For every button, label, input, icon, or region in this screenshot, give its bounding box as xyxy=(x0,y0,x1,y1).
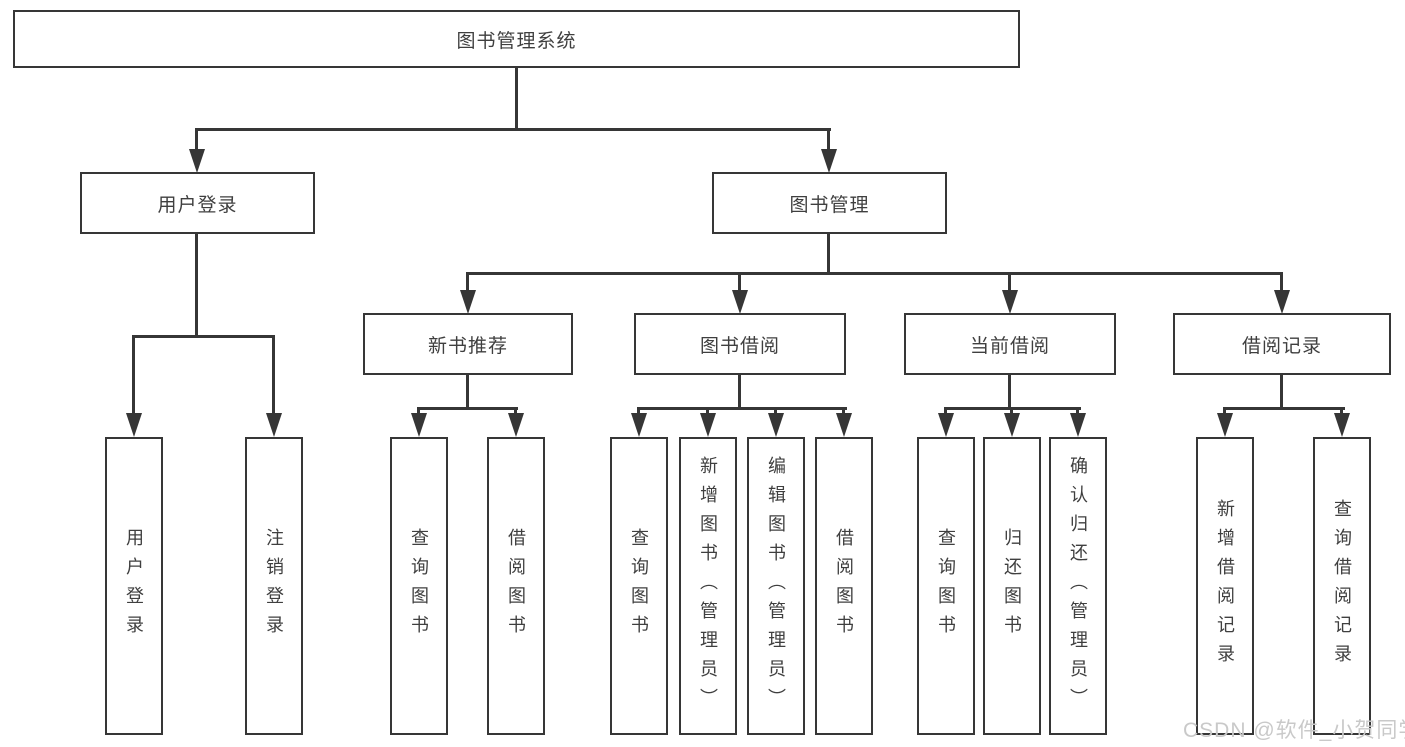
connector-borrow-record-stem xyxy=(1280,375,1283,407)
connector-leaf-drop xyxy=(944,407,947,417)
connector-leaf-drop xyxy=(1340,407,1343,417)
leaf-query-books-current: 查询图书 xyxy=(917,437,975,735)
connector-leaf-drop xyxy=(1010,407,1013,417)
arrowhead-book-mgmt xyxy=(821,149,837,173)
connector-new-book-rail xyxy=(417,407,518,410)
leaf-edit-book-admin: 编辑图书（管理员） xyxy=(747,437,805,735)
connector-book-mgmt-drop xyxy=(827,128,830,152)
arrowhead-leaf xyxy=(1004,413,1020,437)
csdn-watermark: CSDN @软件_小贺同学 xyxy=(1183,719,1405,742)
connector-leaf-drop xyxy=(842,407,845,417)
connector-leaf-drop xyxy=(1076,407,1079,417)
connector-new-book-stem xyxy=(466,375,469,407)
connector-book-mgmt-rail xyxy=(466,272,1283,275)
connector-root-stem xyxy=(515,68,518,128)
connector-borrow-record-rail xyxy=(1223,407,1345,410)
leaf-borrow-books: 借阅图书 xyxy=(815,437,873,735)
node-current-borrow: 当前借阅 xyxy=(904,313,1116,375)
connector-leaf-drop xyxy=(637,407,640,417)
leaf-query-borrow-record: 查询借阅记录 xyxy=(1313,437,1371,735)
connector-leaf-drop xyxy=(272,335,275,416)
leaf-user-login: 用户登录 xyxy=(105,437,163,735)
connector-book-mgmt-stem xyxy=(827,234,830,272)
arrowhead-leaf xyxy=(631,413,647,437)
connector-book-borrow-rail xyxy=(637,407,847,410)
node-user-login: 用户登录 xyxy=(80,172,315,234)
arrowhead-leaf xyxy=(700,413,716,437)
arrowhead-current-borrow xyxy=(1002,290,1018,314)
connector-leaf-drop xyxy=(774,407,777,417)
node-book-management: 图书管理 xyxy=(712,172,947,234)
connector-user-login-rail xyxy=(132,335,275,338)
arrowhead-leaf xyxy=(1334,413,1350,437)
arrowhead-leaf xyxy=(938,413,954,437)
leaf-add-borrow-record: 新增借阅记录 xyxy=(1196,437,1254,735)
arrowhead-leaf xyxy=(836,413,852,437)
arrowhead-new-book xyxy=(460,290,476,314)
arrowhead-user-login xyxy=(189,149,205,173)
arrowhead-leaf xyxy=(126,413,142,437)
arrowhead-leaf xyxy=(411,413,427,437)
connector-level3-drop xyxy=(1280,272,1283,292)
arrowhead-book-borrow xyxy=(732,290,748,314)
leaf-logout: 注销登录 xyxy=(245,437,303,735)
connector-leaf-drop xyxy=(132,335,135,416)
arrowhead-leaf xyxy=(508,413,524,437)
arrowhead-leaf xyxy=(266,413,282,437)
connector-user-login-drop xyxy=(195,128,198,152)
connector-level3-drop xyxy=(738,272,741,292)
connector-user-login-stem xyxy=(195,234,198,335)
connector-leaf-drop xyxy=(1223,407,1226,417)
node-book-borrow: 图书借阅 xyxy=(634,313,846,375)
leaf-query-books-recommend: 查询图书 xyxy=(390,437,448,735)
connector-root-rail xyxy=(196,128,831,131)
leaf-return-book: 归还图书 xyxy=(983,437,1041,735)
connector-leaf-drop xyxy=(706,407,709,417)
arrowhead-borrow-record xyxy=(1274,290,1290,314)
leaf-confirm-return-admin: 确认归还（管理员） xyxy=(1049,437,1107,735)
node-borrow-record: 借阅记录 xyxy=(1173,313,1391,375)
leaf-borrow-books-recommend: 借阅图书 xyxy=(487,437,545,735)
arrowhead-leaf xyxy=(1217,413,1233,437)
connector-level3-drop xyxy=(466,272,469,292)
node-new-book-recommend: 新书推荐 xyxy=(363,313,573,375)
node-root-library-system: 图书管理系统 xyxy=(13,10,1020,68)
connector-leaf-drop xyxy=(514,407,517,417)
connector-book-borrow-stem xyxy=(738,375,741,407)
leaf-add-book-admin: 新增图书（管理员） xyxy=(679,437,737,735)
connector-level3-drop xyxy=(1008,272,1011,292)
arrowhead-leaf xyxy=(1070,413,1086,437)
connector-leaf-drop xyxy=(417,407,420,417)
arrowhead-leaf xyxy=(768,413,784,437)
leaf-query-books-borrow: 查询图书 xyxy=(610,437,668,735)
connector-current-borrow-stem xyxy=(1008,375,1011,407)
